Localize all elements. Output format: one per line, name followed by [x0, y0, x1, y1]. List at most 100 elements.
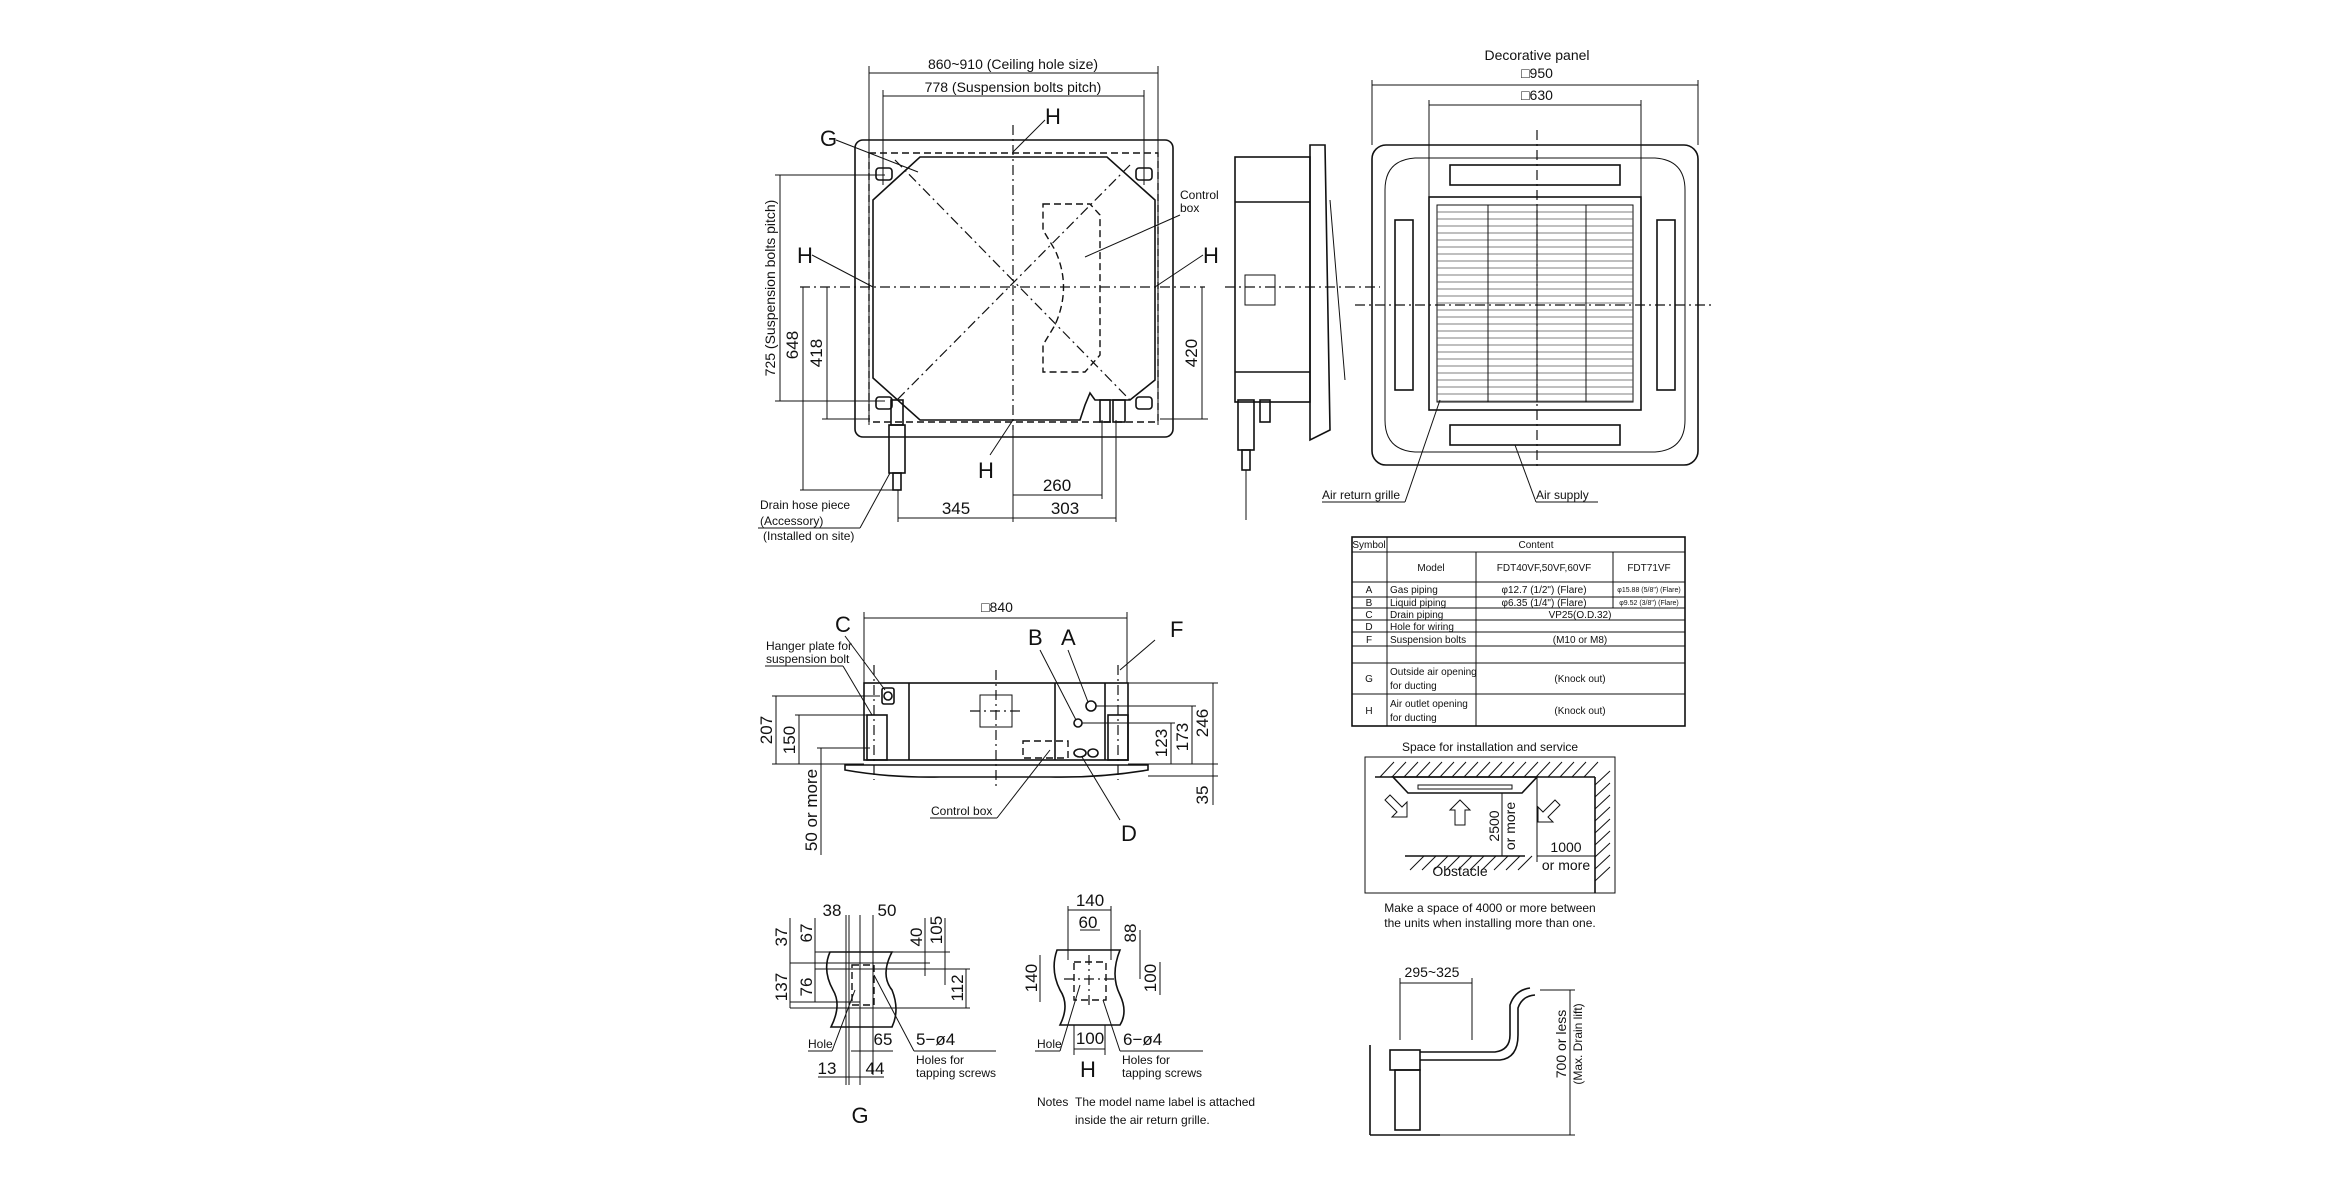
dim-303: 303 [1051, 499, 1079, 518]
label-d: D [1121, 821, 1137, 846]
dim-105: 105 [927, 916, 946, 944]
detail-g: 38 50 37 67 40 105 137 76 112 Hole 65 5−… [772, 901, 996, 1128]
panel-title: Decorative panel [1484, 47, 1589, 63]
service-note-1: Make a space of 4000 or more between [1384, 901, 1595, 915]
dim-40: 40 [907, 928, 926, 947]
header-content: Content [1518, 540, 1553, 551]
dim-1000: 1000 [1550, 839, 1581, 855]
side-view [1225, 144, 1380, 520]
dim-76: 76 [797, 978, 816, 997]
label-g: G [820, 126, 837, 151]
holes-spec-g: 5−ø4 [916, 1030, 955, 1049]
table-row-symbol: B [1366, 598, 1373, 609]
detail-g-title: G [851, 1103, 868, 1128]
dim-420: 420 [1182, 339, 1201, 367]
notes-line-1: The model name label is attached [1075, 1095, 1255, 1109]
ceiling-hole-dim: 860~910 (Ceiling hole size) [928, 56, 1098, 72]
table-row-symbol: G [1365, 674, 1373, 685]
drain-hose-label-2: (Accessory) [760, 514, 823, 528]
panel-size-inner: □630 [1521, 87, 1553, 103]
decorative-panel-view: Decorative panel □950 □630 Air return gr… [1322, 47, 1715, 503]
table-row-value: φ6.35 (1/4") (Flare) [1501, 598, 1586, 609]
dim-13: 13 [818, 1059, 837, 1078]
hanger-plate-label-1: Hanger plate for [766, 639, 852, 653]
model-a: FDT40VF,50VF,60VF [1497, 563, 1591, 574]
table-row-item2: for ducting [1390, 681, 1437, 692]
table-row-item2: for ducting [1390, 713, 1437, 724]
drain-lift-max-1: 700 or less [1553, 1010, 1569, 1078]
notes: Notes The model name label is attached i… [1037, 1095, 1255, 1127]
notes-label: Notes [1037, 1095, 1068, 1109]
bolt-pitch-h-dim: 778 (Suspension bolts pitch) [925, 79, 1102, 95]
dim-345: 345 [942, 499, 970, 518]
dim-2500: 2500 [1486, 810, 1502, 841]
dim-112: 112 [948, 974, 967, 1001]
label-f: F [1170, 617, 1183, 642]
table-row-symbol: F [1366, 635, 1372, 646]
or-more-vertical: or more [1502, 802, 1518, 850]
dim-123: 123 [1152, 729, 1171, 757]
table-row-symbol: H [1365, 706, 1372, 717]
label-h-top: H [1045, 104, 1061, 129]
table-row-symbol: D [1365, 622, 1372, 633]
drain-lift-diagram: 295~325 700 or less (Max. Drain lift) [1369, 964, 1585, 1136]
service-note-2: the units when installing more than one. [1384, 916, 1595, 930]
label-h-bottom: H [978, 458, 994, 483]
dim-207: 207 [757, 716, 776, 744]
dim-100-bottom: 100 [1076, 1029, 1104, 1048]
air-return-grille-label: Air return grille [1322, 488, 1400, 502]
dim-35: 35 [1193, 786, 1212, 805]
dim-50-or-more: 50 or more [802, 769, 821, 851]
service-space-title: Space for installation and service [1402, 740, 1578, 754]
hole-label-g: Hole [808, 1037, 833, 1051]
header-symbol: Symbol [1352, 540, 1385, 551]
table-row-value: (Knock out) [1554, 674, 1605, 685]
label-h-left: H [797, 243, 813, 268]
drain-lift-dim: 295~325 [1405, 964, 1460, 980]
table-row-item: Drain piping [1390, 610, 1443, 621]
holes-spec-h: 6−ø4 [1123, 1030, 1162, 1049]
air-supply-label: Air supply [1536, 488, 1589, 502]
table-row-item: Air outlet opening [1390, 699, 1468, 710]
dim-648: 648 [783, 331, 802, 359]
front-view: □840 207 150 50 or more [757, 599, 1218, 855]
dim-137: 137 [772, 973, 791, 1001]
spec-table: Symbol Content Model FDT40VF,50VF,60VF F… [1351, 536, 1686, 727]
dim-38: 38 [823, 901, 842, 920]
table-row-value2: φ9.52 (3/8") (Flare) [1619, 600, 1679, 607]
dim-260: 260 [1043, 476, 1071, 495]
table-row-value2: φ15.88 (5/8") (Flare) [1617, 587, 1680, 594]
table-row-item: Liquid piping [1390, 598, 1446, 609]
plan-view: 860~910 (Ceiling hole size) 778 (Suspens… [758, 56, 1219, 543]
model-label: Model [1417, 563, 1444, 574]
width-840: □840 [981, 599, 1013, 615]
table-row-symbol: A [1366, 585, 1373, 596]
hole-label-h: Hole [1037, 1037, 1062, 1051]
dim-140-left: 140 [1022, 964, 1041, 992]
hanger-plate-label-2: suspension bolt [766, 652, 850, 666]
dim-60: 60 [1079, 913, 1098, 932]
holes-for-h: Holes for [1122, 1053, 1170, 1067]
table-row-value: VP25(O.D.32) [1549, 610, 1612, 621]
or-more-horizontal: or more [1542, 857, 1590, 873]
label-a: A [1061, 625, 1076, 650]
label-b: B [1028, 625, 1043, 650]
label-c: C [835, 612, 851, 637]
dim-88: 88 [1121, 924, 1140, 943]
detail-h: 140 60 88 140 100 Hole 100 6−ø4 Holes fo… [1022, 891, 1203, 1082]
dim-67: 67 [797, 924, 816, 943]
table-row-item: Suspension bolts [1390, 635, 1466, 646]
dim-44: 44 [866, 1059, 885, 1078]
table-row-item: Outside air opening [1390, 667, 1477, 678]
obstacle-label: Obstacle [1432, 863, 1487, 879]
label-h-right: H [1203, 243, 1219, 268]
tapping-screws-h: tapping screws [1122, 1066, 1202, 1080]
tapping-screws-g: tapping screws [916, 1066, 996, 1080]
table-row-symbol: C [1365, 610, 1372, 621]
dim-37: 37 [772, 928, 791, 947]
control-box-label-2: box [1180, 201, 1199, 215]
table-row-value: φ12.7 (1/2") (Flare) [1501, 585, 1586, 596]
service-space-diagram: Space for installation and service 2500 … [1364, 740, 1616, 930]
drain-hose-label-1: Drain hose piece [760, 498, 850, 512]
